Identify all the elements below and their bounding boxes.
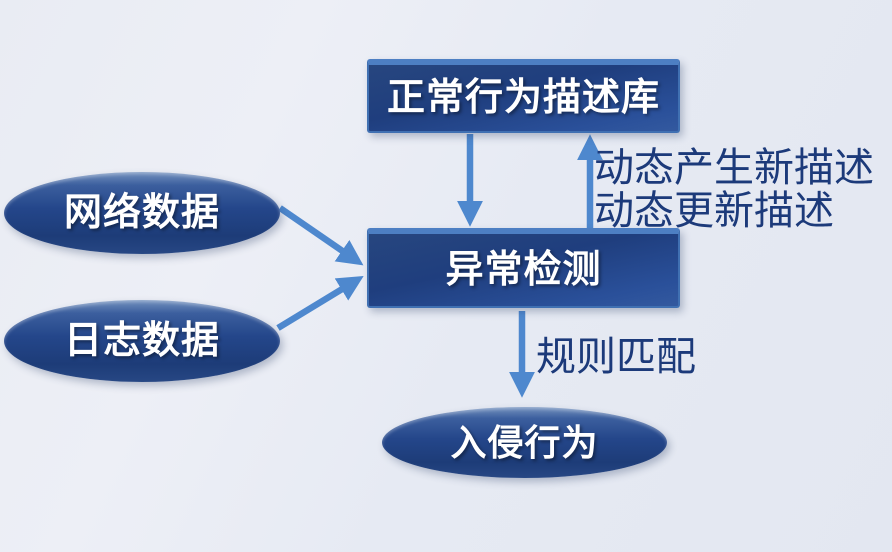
node-normal-behavior-library-label: 正常行为描述库 <box>386 77 660 119</box>
node-log-data-label: 日志数据 <box>63 320 220 362</box>
node-log-data: 日志数据 <box>4 300 280 382</box>
arrow-log-to-detection <box>276 275 364 331</box>
annotation-generate-new-description: 动态产生新描述 <box>594 146 874 190</box>
node-intrusion-behavior-label: 入侵行为 <box>450 421 599 463</box>
node-anomaly-detection: 异常检测 <box>367 228 680 308</box>
node-anomaly-detection-label: 异常检测 <box>445 249 602 291</box>
annotation-dynamic-description: 动态产生新描述 动态更新描述 <box>594 147 874 233</box>
arrow-network-to-detection <box>278 205 364 266</box>
node-network-data: 网络数据 <box>4 172 280 254</box>
annotation-update-description: 动态更新描述 <box>594 189 834 233</box>
node-network-data-label: 网络数据 <box>63 192 220 234</box>
node-normal-behavior-library: 正常行为描述库 <box>367 59 680 133</box>
annotation-rule-matching: 规则匹配 <box>536 335 696 379</box>
node-intrusion-behavior: 入侵行为 <box>382 407 667 478</box>
